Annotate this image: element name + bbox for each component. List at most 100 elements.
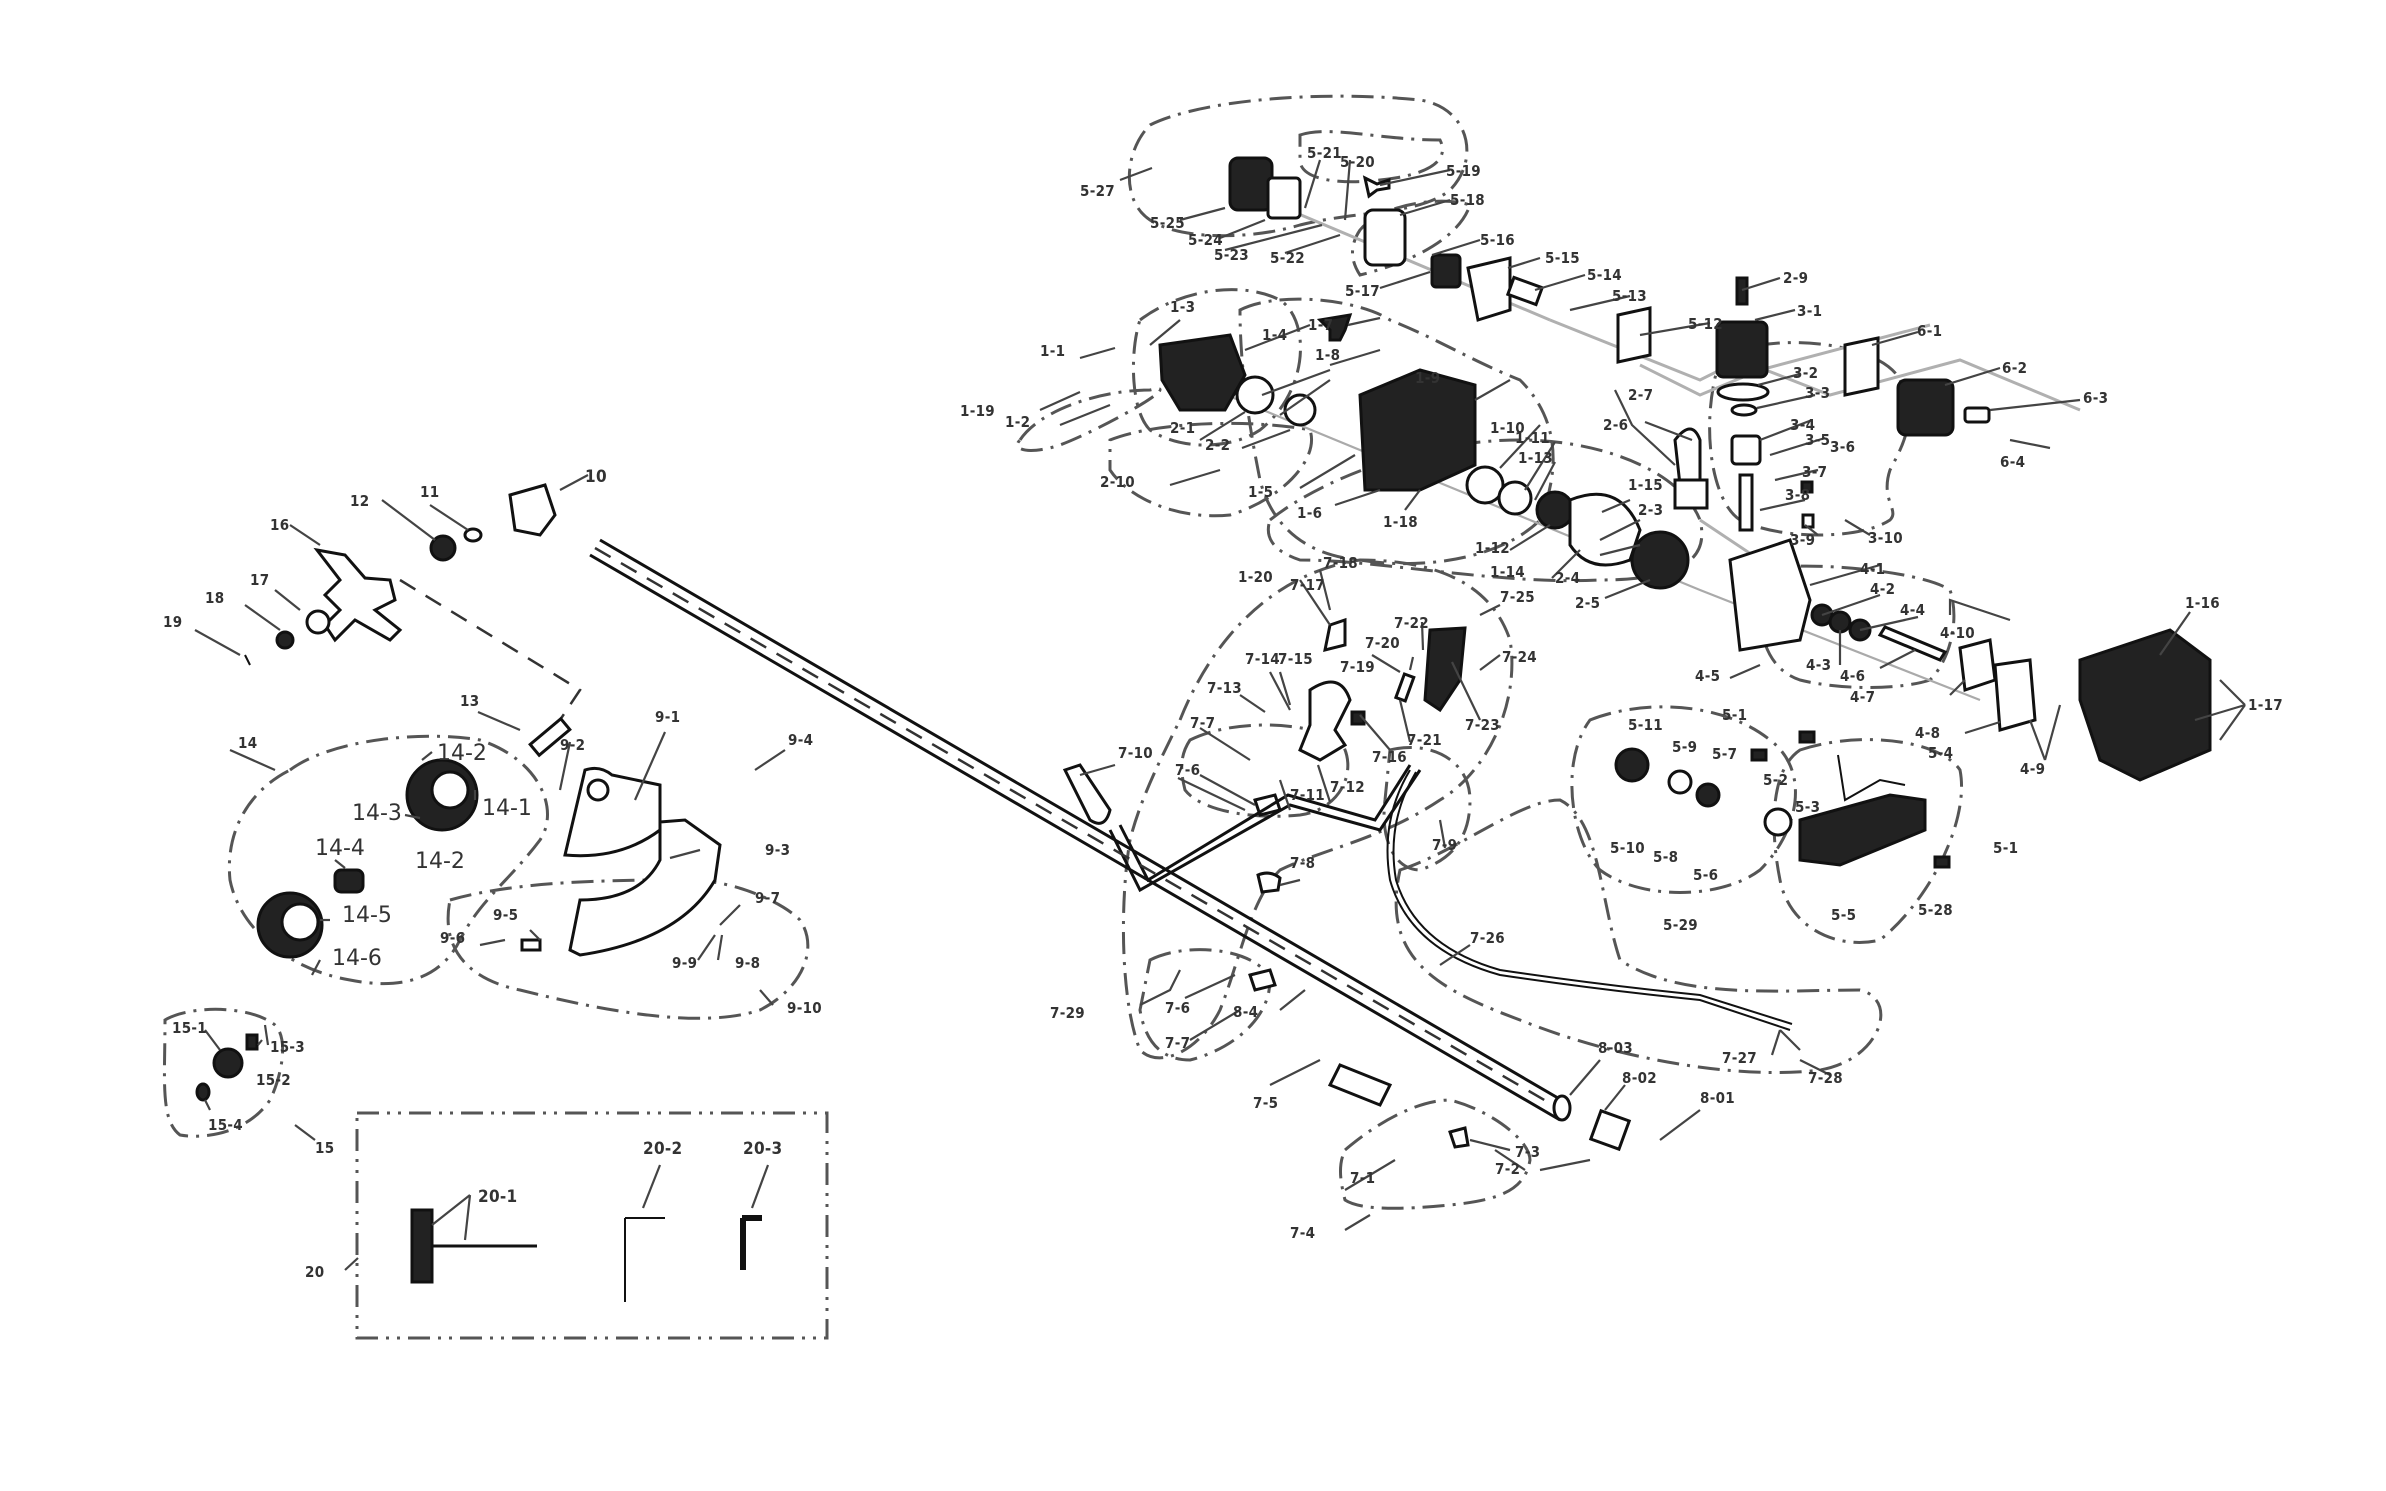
part-8-4-drive-tube-top <box>599 538 1571 1107</box>
label-5-7: 5-7 <box>1712 745 1737 763</box>
outline-5-21 <box>1298 130 1444 184</box>
label-1-19: 1-19 <box>960 402 995 420</box>
part-1-3-starter-housing <box>1158 333 1247 412</box>
label-1-5: 1-5 <box>1248 483 1273 501</box>
label-7-12: 7-12 <box>1330 778 1365 796</box>
part-2-5-flywheel <box>1630 530 1690 590</box>
part-3-3-ring <box>1730 403 1758 417</box>
label-5-1: 5-1 <box>1722 706 1747 724</box>
label-3-6: 3-6 <box>1830 438 1855 456</box>
label-14-5: 14-5 <box>342 903 392 928</box>
label-4-7: 4-7 <box>1850 688 1875 706</box>
part-9-1-guard-plate <box>563 766 662 858</box>
label-7-27: 7-27 <box>1722 1049 1757 1067</box>
outline-1-20 <box>1266 438 1704 583</box>
part-7-21-throttle <box>1393 672 1416 703</box>
outline-1-3 <box>1132 288 1302 447</box>
part-7-9-handlebar-inner <box>1118 764 1412 883</box>
outline-20-toolkit <box>355 1111 829 1340</box>
outline-7-28 <box>1394 798 1883 1075</box>
label-4-8: 4-8 <box>1915 724 1940 742</box>
part-2-9-spark-plug <box>1735 276 1749 306</box>
part-5-1-grommet-b <box>1798 730 1816 744</box>
label-17: 17 <box>250 571 269 589</box>
axis-blade-head <box>399 578 582 721</box>
part-3-7-bearing <box>1800 480 1814 494</box>
part-7-6-clamp-lower <box>1248 968 1277 992</box>
part-7-23-handle-grip <box>1423 626 1467 713</box>
label-1-15: 1-15 <box>1628 476 1663 494</box>
label-1-18: 1-18 <box>1383 513 1418 531</box>
part-7-2-clip <box>1448 1126 1470 1149</box>
part-5-14-intake <box>1505 275 1545 307</box>
label-5-6: 5-6 <box>1693 866 1718 884</box>
part-5-18-filter-base <box>1363 208 1407 267</box>
label-1-20: 1-20 <box>1238 568 1273 586</box>
label-2-8: 7-28 <box>1808 1069 1843 1087</box>
label-14-3: 14-3 <box>352 801 402 826</box>
label-15-1: 15-1 <box>172 1019 207 1037</box>
part-4-1-crankcase <box>1728 538 1812 652</box>
part-2-7-coil-body <box>1673 478 1709 510</box>
label-20-2: 20-2 <box>643 1139 682 1159</box>
part-5-7-seal <box>1695 782 1721 808</box>
label-6-4: 6-4 <box>2000 453 2025 471</box>
outline-7-9 <box>1382 745 1472 872</box>
label-7-5: 7-5 <box>1253 1094 1278 1112</box>
part-3-4-piston <box>1730 434 1762 466</box>
label-9-2: 9-2 <box>560 736 585 754</box>
label-18: 18 <box>205 589 224 607</box>
label-6-3: 6-3 <box>2083 389 2108 407</box>
part-9-1-guard-hole <box>586 778 610 802</box>
label-13: 13 <box>460 692 479 710</box>
part-10-gear-head <box>508 483 557 537</box>
label-10: 10 <box>585 467 607 487</box>
part-5-2-fuel-line <box>1837 754 1906 802</box>
label-1-14: 1-14 <box>1490 563 1525 581</box>
label-3-2: 3-2 <box>1793 364 1818 382</box>
part-14-5-spool-hub <box>280 902 320 942</box>
label-9-6: 9-6 <box>440 929 465 947</box>
label-5-25: 5-25 <box>1150 214 1185 232</box>
part-5-24-filter-element <box>1266 176 1302 220</box>
label-6-1: 6-1 <box>1917 322 1942 340</box>
label-3-9: 3-9 <box>1790 531 1815 549</box>
part-11-bushing <box>463 527 483 543</box>
label-16: 16 <box>270 516 289 534</box>
part-3-8-conrod <box>1738 473 1754 532</box>
outline-9-10 <box>446 878 810 1020</box>
label-4-5: 4-5 <box>1695 667 1720 685</box>
part-3-2-gasket <box>1716 382 1770 402</box>
label-5-23: 5-23 <box>1214 246 1249 264</box>
label-7-1: 7-1 <box>1350 1169 1375 1187</box>
label-14-2-lower: 14-2 <box>415 849 465 874</box>
label-8-4: 8-4 <box>1233 1003 1258 1021</box>
label-1-17: 1-17 <box>2248 696 2283 714</box>
label-7-22: 7-22 <box>1394 614 1429 632</box>
label-4-3: 4-3 <box>1806 656 1831 674</box>
label-5-10: 5-10 <box>1610 839 1645 857</box>
label-5-12: 5-12 <box>1688 315 1723 333</box>
label-7-21: 7-21 <box>1407 731 1442 749</box>
leader-lines <box>194 159 2246 1271</box>
label-7-20: 7-20 <box>1365 634 1400 652</box>
part-5-16-carburetor <box>1430 253 1462 289</box>
label-1-8: 1-8 <box>1315 346 1340 364</box>
part-9-5-bracket <box>520 938 542 952</box>
label-14-2-upper: 14-2 <box>437 741 487 766</box>
outline-7-6 <box>1138 948 1272 1062</box>
label-8-03: 8-03 <box>1598 1039 1633 1057</box>
part-6-3-muffler-bracket <box>1963 406 1991 424</box>
label-8-01: 8-01 <box>1700 1089 1735 1107</box>
label-7-13: 7-13 <box>1207 679 1242 697</box>
part-4-7-gasket <box>1958 638 1997 693</box>
label-11: 11 <box>420 483 439 501</box>
label-4-4: 4-4 <box>1900 601 1925 619</box>
label-1-6: 1-6 <box>1297 504 1322 522</box>
part-1-9-fan-housing <box>1358 368 1477 492</box>
label-7-25: 7-25 <box>1500 588 1535 606</box>
label-5-11: 5-11 <box>1628 716 1663 734</box>
label-1-10: 1-10 <box>1490 419 1525 437</box>
outline-1-9 <box>1238 297 1555 566</box>
